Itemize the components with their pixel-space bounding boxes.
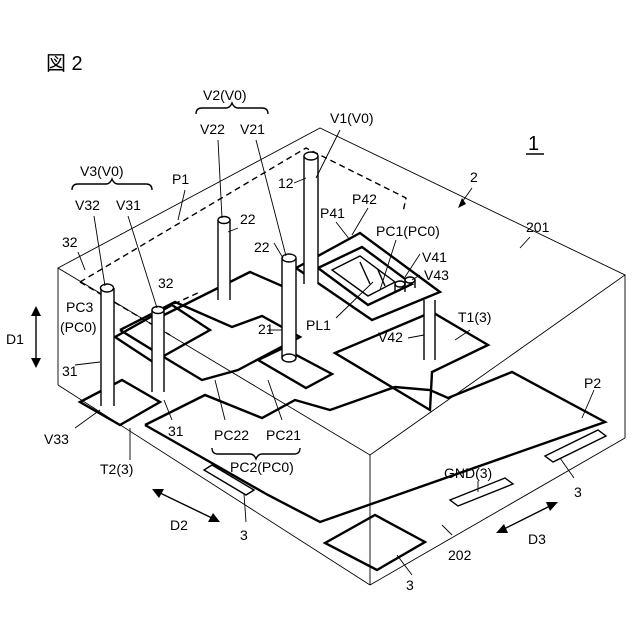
label-p42: P42 (352, 191, 377, 207)
via-v42 (424, 300, 435, 360)
brace-v3 (72, 179, 152, 190)
label-pc21: PC21 (266, 427, 301, 443)
label-v1-group: V1(V0) (330, 110, 374, 126)
ground-plane-p2 (145, 372, 605, 522)
brace-pc2 (212, 448, 300, 459)
label-201: 201 (526, 219, 550, 235)
label-22-lower: 22 (254, 239, 270, 255)
label-3-right: 3 (574, 484, 582, 500)
via-v32 (101, 284, 115, 406)
label-pl1: PL1 (306, 317, 331, 333)
figure-number: 1 (528, 133, 539, 155)
figure-title: 図 2 (46, 53, 83, 75)
label-v33: V33 (44, 431, 69, 447)
via-v21 (282, 254, 296, 362)
label-3-left: 3 (240, 527, 248, 543)
label-p2: P2 (584, 375, 601, 391)
via-v31 (152, 307, 164, 393)
arrow-ref-2 (458, 198, 466, 208)
label-31-bottom: 31 (168, 423, 184, 439)
label-3-bottom: 3 (406, 577, 414, 593)
label-v21: V21 (240, 121, 265, 137)
label-d1: D1 (6, 331, 24, 347)
plane-p1 (80, 148, 406, 335)
label-pc1: PC1(PC0) (376, 223, 440, 239)
label-v32: V32 (75, 197, 100, 213)
label-12: 12 (278, 175, 294, 191)
label-gnd: GND(3) (444, 465, 492, 481)
label-v2-group: V2(V0) (203, 87, 247, 103)
label-v42: V42 (378, 329, 403, 345)
label-202: 202 (448, 547, 472, 563)
label-pc22: PC22 (214, 427, 249, 443)
label-t1: T1(3) (458, 309, 491, 325)
label-t2: T2(3) (100, 461, 133, 477)
label-v41: V41 (422, 249, 447, 265)
terminal-t1-pad (335, 312, 488, 410)
via-v22 (218, 217, 230, 301)
label-v3-group: V3(V0) (80, 163, 124, 179)
brace-v2 (196, 103, 268, 114)
label-22-upper: 22 (240, 211, 256, 227)
label-pc3: PC3 (66, 299, 93, 315)
label-31-left: 31 (62, 363, 78, 379)
terminal-t2-pad (80, 380, 160, 425)
label-pc2: PC2(PC0) (230, 459, 294, 475)
label-p1: P1 (172, 171, 189, 187)
arrow-d1 (31, 306, 41, 368)
via-v1 (304, 152, 318, 284)
edge-terminal-3 (545, 430, 606, 462)
label-2: 2 (470, 169, 478, 185)
label-21: 21 (258, 321, 274, 337)
label-p41: P41 (320, 205, 345, 221)
label-d3: D3 (528, 531, 546, 547)
label-32-lower: 32 (158, 275, 174, 291)
label-d2: D2 (170, 517, 188, 533)
label-v22: V22 (200, 121, 225, 137)
label-pc3-sub: (PC0) (60, 319, 97, 335)
label-v43: V43 (424, 267, 449, 283)
label-v31: V31 (116, 197, 141, 213)
label-32-upper: 32 (62, 234, 78, 250)
edge-terminal-gnd (450, 478, 513, 506)
